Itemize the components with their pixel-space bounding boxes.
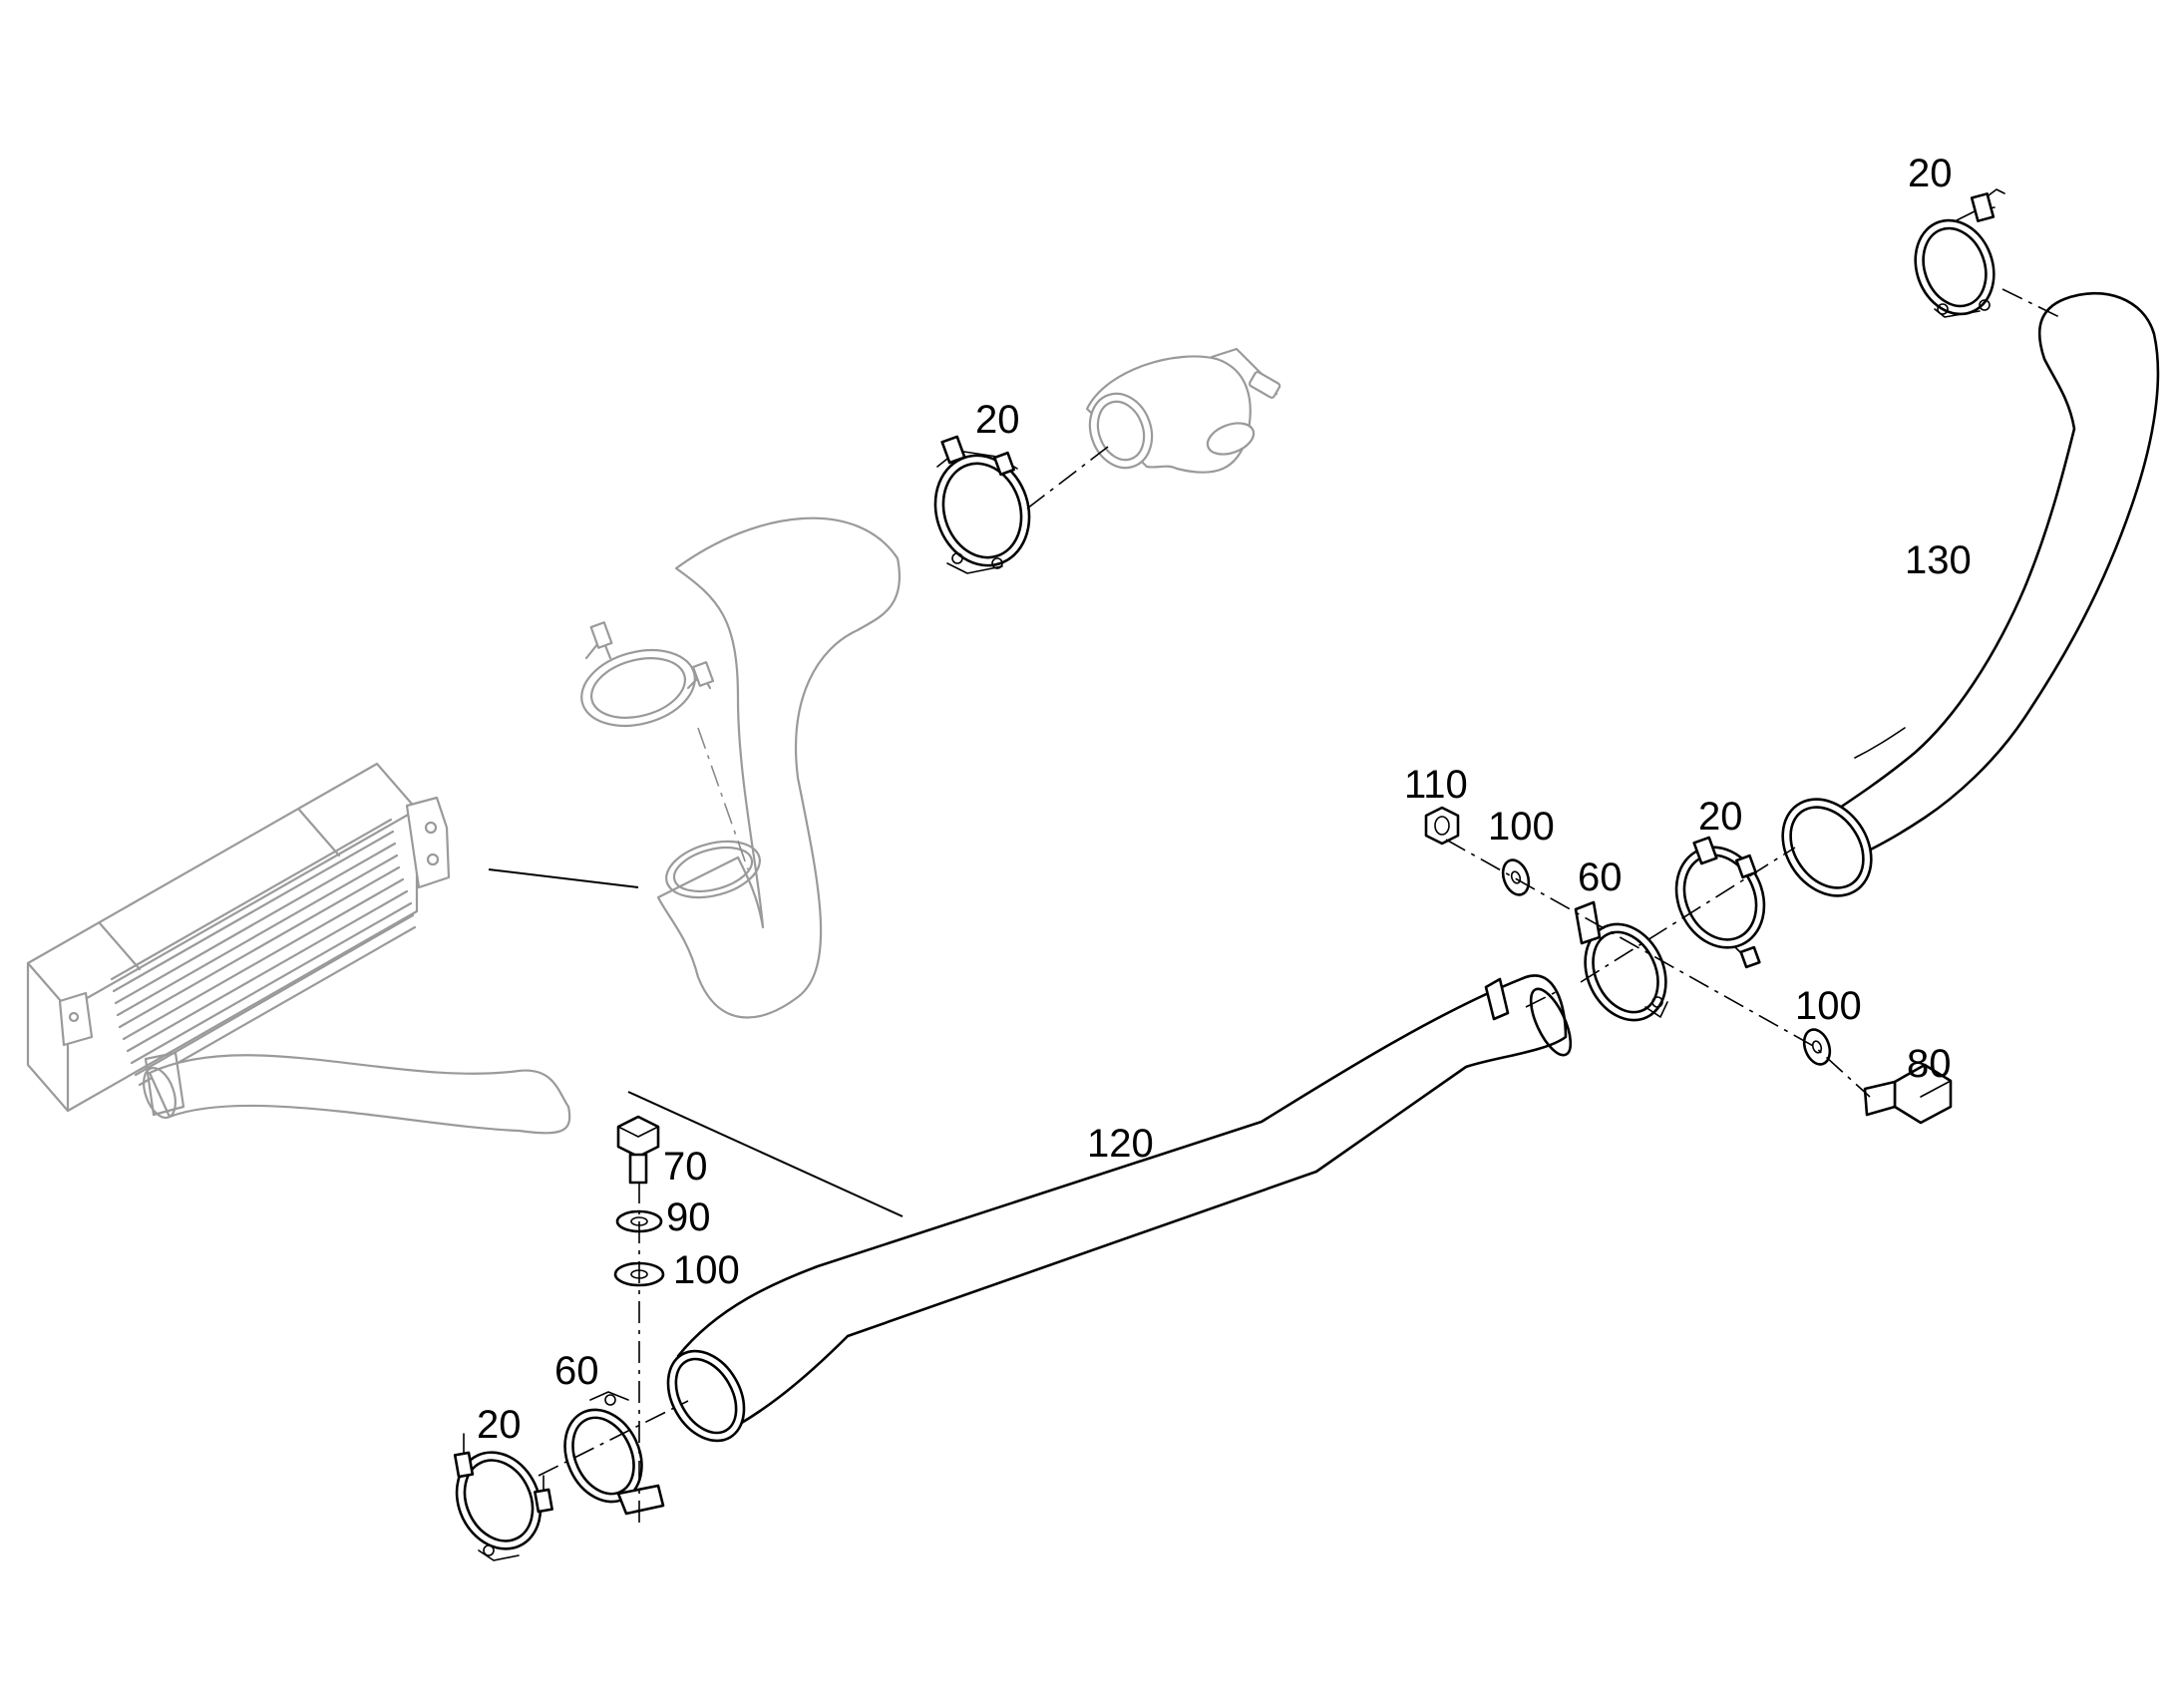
- intercooler-context: [26, 762, 571, 1135]
- washer-100-right-upper: [1501, 858, 1531, 896]
- callout-labels: 20 20 130 110 100 60 20 100 80 120 70 90…: [477, 152, 1972, 1447]
- callout-80: 80: [1907, 1042, 1952, 1086]
- callout-100-left: 100: [673, 1248, 740, 1292]
- callout-20-right-mid: 20: [1698, 795, 1743, 839]
- leader-lines: [488, 868, 904, 1217]
- callout-70: 70: [663, 1145, 708, 1189]
- assembly-axes: [538, 288, 2060, 1526]
- callout-60-right: 60: [1578, 855, 1623, 899]
- callout-60-left: 60: [554, 1349, 599, 1393]
- clamp-right-mid: [1674, 836, 1766, 969]
- callout-130: 130: [1905, 538, 1972, 582]
- clamp-bottom-left: [453, 1433, 553, 1561]
- callout-100-right-lower: 100: [1795, 984, 1862, 1028]
- callout-20-bottom-left: 20: [477, 1403, 522, 1447]
- upper-left-clamp-context: [580, 621, 715, 727]
- nut-110: [1424, 806, 1460, 846]
- callout-110: 110: [1404, 763, 1468, 807]
- washer-100-right-lower: [1802, 1028, 1832, 1066]
- turbo-elbow-context: [1085, 347, 1281, 474]
- clamp-top-right: [1914, 188, 2005, 318]
- callout-20-upper-mid: 20: [975, 398, 1020, 442]
- callout-120: 120: [1087, 1122, 1154, 1166]
- bracket-right-60: [1574, 900, 1668, 1022]
- pipe-130: [1781, 291, 2160, 897]
- upper-s-hose-context: [656, 516, 901, 1019]
- clamp-upper-mid: [933, 435, 1031, 574]
- callout-90: 90: [666, 1196, 711, 1239]
- callout-20-top-right: 20: [1908, 152, 1953, 195]
- bracket-left-60: [563, 1391, 665, 1516]
- pipe-120: [666, 974, 1573, 1443]
- callout-100-right-upper: 100: [1488, 805, 1555, 849]
- bolt-80: [1863, 1063, 1953, 1125]
- bolt-70: [616, 1115, 660, 1185]
